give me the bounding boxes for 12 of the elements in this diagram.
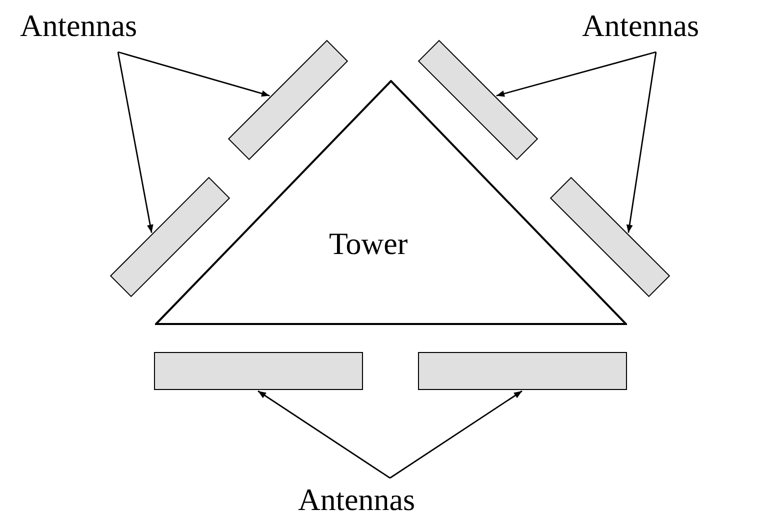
antenna-bar <box>154 352 362 390</box>
antenna-bar <box>418 352 626 390</box>
tower-label: Tower <box>329 228 408 259</box>
arrow <box>117 52 154 233</box>
arrow <box>258 390 390 479</box>
arrow <box>626 52 657 233</box>
callout-label: Antennas <box>582 10 700 41</box>
callout-label: Antennas <box>20 10 138 41</box>
arrow <box>390 390 522 479</box>
arrow <box>118 51 270 97</box>
callout-label: Antennas <box>298 484 416 515</box>
arrow <box>496 51 656 97</box>
